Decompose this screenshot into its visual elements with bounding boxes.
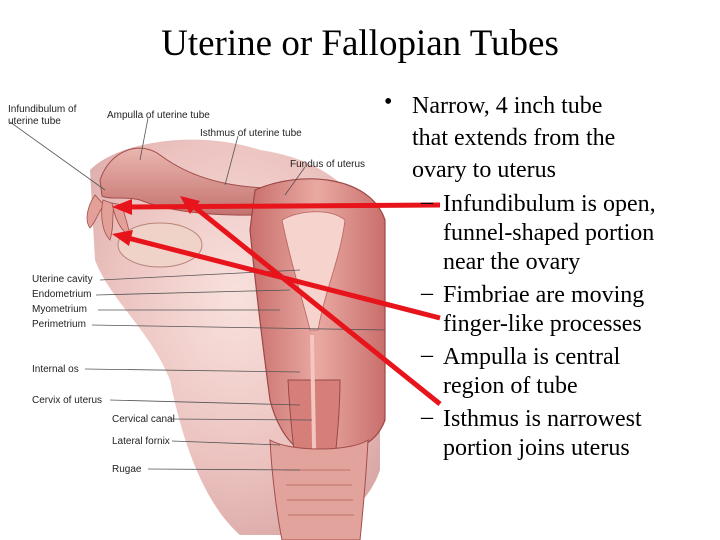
- figure-labels: Infundibulum of uterine tube Ampulla of …: [8, 104, 365, 475]
- bullet-main: • Narrow, 4 inch tube that extends from …: [380, 90, 710, 186]
- label-fundus: Fundus of uterus: [290, 159, 365, 170]
- sub-bullet-marker: –: [421, 280, 433, 306]
- sub-bullet-fimbriae: – Fimbriae are moving finger-like proces…: [380, 281, 710, 339]
- sub-bullet-line: near the ovary: [443, 249, 581, 275]
- sub-bullet-line: Isthmus is narrowest: [443, 406, 642, 432]
- label-isthmus: Isthmus of uterine tube: [200, 128, 302, 139]
- arrow-infundibulum: [112, 199, 441, 215]
- label-perimetrium: Perimetrium: [32, 319, 86, 330]
- bullet-marker: •: [384, 89, 393, 115]
- illustration: [86, 139, 386, 540]
- label-endometrium: Endometrium: [32, 289, 91, 300]
- sub-bullet-marker: –: [421, 189, 433, 215]
- sub-bullet-ampulla: – Ampulla is central region of tube: [380, 343, 710, 401]
- label-rugae: Rugae: [112, 464, 142, 475]
- sub-bullet-line: region of tube: [443, 373, 578, 399]
- sub-bullet-line: Infundibulum is open,: [443, 191, 656, 217]
- sub-bullet-marker: –: [421, 342, 433, 368]
- sub-bullet-line: Ampulla is central: [443, 344, 621, 370]
- sub-bullet-line: funnel-shaped portion: [443, 220, 655, 246]
- sub-bullet-line: finger-like processes: [443, 311, 642, 337]
- slide-title: Uterine or Fallopian Tubes: [161, 23, 559, 64]
- sub-bullet-infundibulum: – Infundibulum is open, funnel-shaped po…: [380, 190, 710, 277]
- label-myometrium: Myometrium: [32, 304, 87, 315]
- bullet-main-line-3: ovary to uterus: [412, 157, 556, 183]
- label-lateral-fornix: Lateral fornix: [112, 436, 170, 447]
- sub-bullet-line: Fimbriae are moving: [443, 282, 645, 308]
- label-uterine-cavity: Uterine cavity: [32, 274, 93, 285]
- sub-bullet-marker: –: [421, 404, 433, 430]
- label-cervical-canal: Cervical canal: [112, 414, 175, 425]
- label-infundibulum-line1: Infundibulum of: [8, 104, 77, 115]
- label-internal-os: Internal os: [32, 364, 79, 375]
- bullet-main-line-1: Narrow, 4 inch tube: [412, 93, 603, 119]
- vagina: [269, 439, 369, 540]
- bullet-list: • Narrow, 4 inch tube that extends from …: [380, 90, 710, 463]
- label-cervix: Cervix of uterus: [32, 395, 102, 406]
- label-infundibulum-line2: uterine tube: [8, 116, 61, 127]
- bullet-main-line-2: that extends from the: [412, 125, 616, 151]
- arrow-ampulla: [180, 196, 442, 406]
- sub-bullet-line: portion joins uterus: [443, 435, 630, 461]
- sub-bullet-isthmus: – Isthmus is narrowest portion joins ute…: [380, 405, 710, 463]
- label-ampulla: Ampulla of uterine tube: [107, 110, 210, 121]
- pointer-arrows: [112, 196, 442, 406]
- leader-lines: [9, 117, 386, 471]
